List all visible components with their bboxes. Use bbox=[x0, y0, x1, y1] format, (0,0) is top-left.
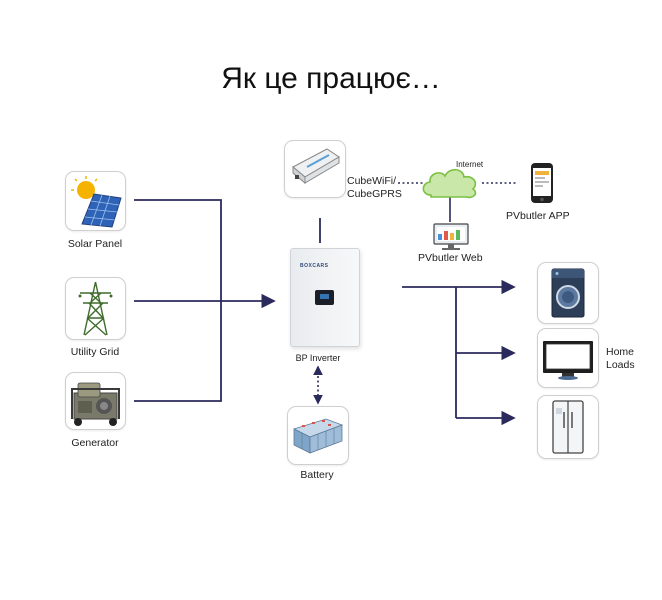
cubewifi-box bbox=[284, 140, 346, 198]
refrigerator-icon bbox=[552, 400, 584, 454]
washing-machine-icon bbox=[551, 268, 585, 318]
battery-icon bbox=[292, 418, 344, 454]
battery-box bbox=[287, 406, 349, 465]
utility-grid-label: Utility Grid bbox=[70, 346, 120, 358]
inverter-brand: BOXCARS bbox=[300, 263, 329, 269]
generator-box bbox=[65, 372, 126, 430]
internet-label: Internet bbox=[456, 160, 484, 169]
page-title: Як це працює… bbox=[221, 62, 441, 95]
solar-panel-box bbox=[65, 171, 126, 231]
solar-panel-icon bbox=[71, 176, 122, 228]
inverter-screen bbox=[315, 290, 334, 305]
cubewifi-label-line1: CubeWiFi/ bbox=[347, 175, 397, 187]
generator-label: Generator bbox=[71, 437, 119, 449]
washer-box bbox=[537, 262, 599, 324]
internet-cloud-icon bbox=[422, 168, 477, 199]
home-loads-label-line1: Home bbox=[606, 346, 635, 358]
battery-label: Battery bbox=[300, 469, 334, 481]
home-loads-label-line2: Loads bbox=[606, 359, 635, 371]
cubewifi-device-icon bbox=[292, 148, 340, 185]
tv-icon bbox=[543, 341, 593, 380]
pvbutler-web-label: PVbutler Web bbox=[418, 252, 483, 264]
inverter-label: BP Inverter bbox=[295, 353, 341, 363]
fridge-box bbox=[537, 395, 599, 459]
monitor-icon bbox=[433, 223, 469, 250]
generator-icon bbox=[71, 382, 120, 426]
pvbutler-app-label: PVbutler APP bbox=[506, 210, 570, 222]
pylon-icon bbox=[78, 281, 113, 336]
utility-grid-box bbox=[65, 277, 126, 340]
inverter-device: BOXCARS bbox=[290, 248, 360, 347]
cubewifi-label-line2: CubeGPRS bbox=[347, 188, 402, 200]
solar-panel-label: Solar Panel bbox=[67, 238, 123, 250]
phone-icon bbox=[531, 163, 553, 203]
tv-box bbox=[537, 328, 599, 388]
